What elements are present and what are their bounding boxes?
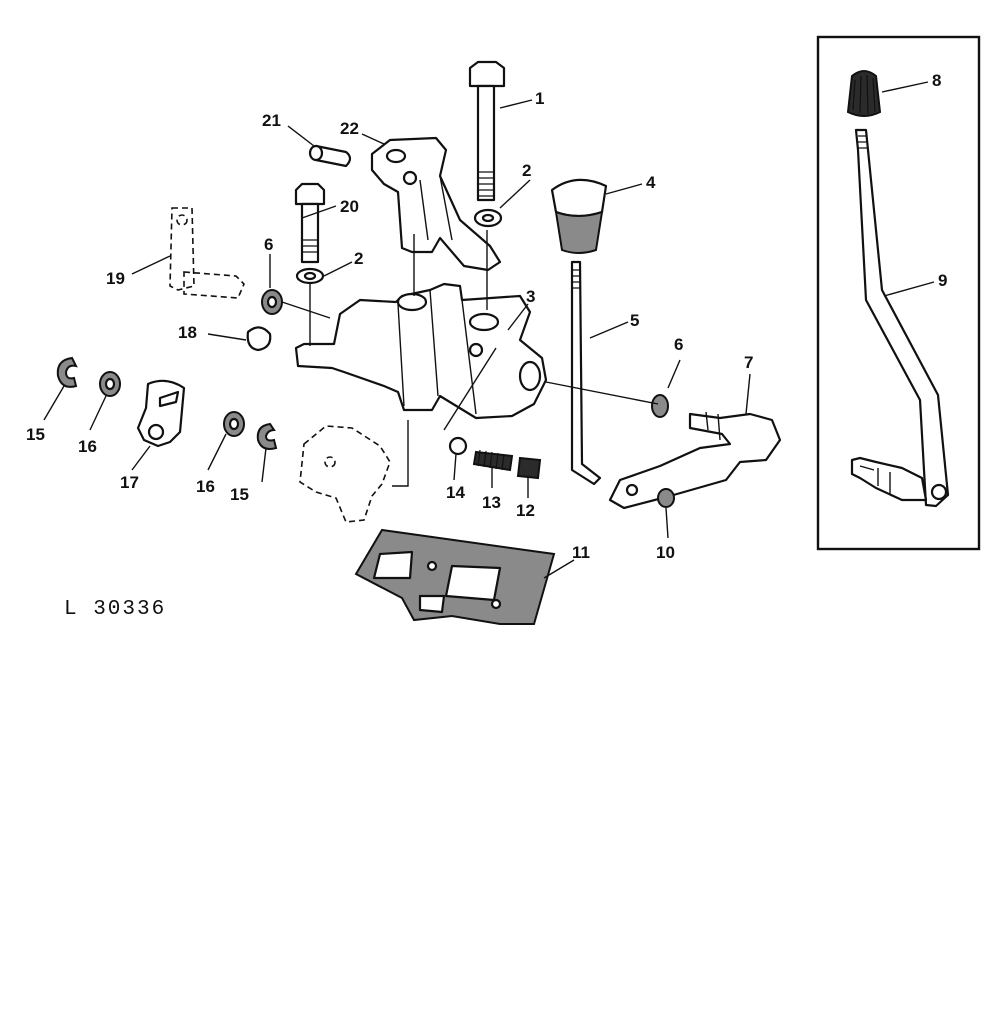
part-3-housing-icon [294, 282, 548, 420]
callout-3: 3 [526, 287, 535, 306]
part-8-knob-icon [846, 70, 882, 117]
callout-22: 22 [340, 119, 359, 138]
callout-2-lower: 2 [354, 249, 363, 268]
callout-16-right: 16 [196, 477, 215, 496]
part-13-spring-icon [472, 449, 514, 472]
part-17-cam-icon [136, 379, 186, 448]
callout-8: 8 [932, 71, 941, 90]
part-15-snap-ring-icon [56, 356, 78, 388]
part-6-washer-right-icon [651, 394, 669, 418]
callout-12: 12 [516, 501, 535, 520]
part-5-rod-icon [570, 260, 602, 486]
leader-lines [43, 81, 935, 579]
callout-1: 1 [535, 89, 544, 108]
assembly-axes [281, 230, 659, 487]
figure-code: L 30336 [64, 598, 166, 621]
callout-2: 2 [522, 161, 531, 180]
callout-20: 20 [340, 197, 359, 216]
callout-21: 21 [262, 111, 281, 130]
part-4-knob-icon [550, 178, 608, 254]
callout-labels: 1 2 2 3 4 5 6 7 8 9 10 11 12 13 14 15 16… [26, 71, 947, 562]
callout-9: 9 [938, 271, 947, 290]
part-7-arm-icon [608, 411, 782, 510]
part-21-pin-icon [308, 144, 352, 168]
part-14-ball-icon [448, 436, 468, 456]
callout-15-left: 15 [26, 425, 45, 444]
callout-6-right: 6 [674, 335, 683, 354]
part-18-plug-icon [246, 326, 272, 352]
part-22-bracket-icon [370, 136, 502, 272]
part-12-setscrew-icon [516, 456, 542, 480]
callout-18: 18 [178, 323, 197, 342]
callout-5: 5 [630, 311, 639, 330]
part-20-bolt-icon [294, 182, 326, 264]
callout-4: 4 [646, 173, 656, 192]
callout-6-left: 6 [264, 235, 273, 254]
part-10-nut-icon [657, 488, 675, 508]
part-1-bolt-icon [468, 60, 506, 202]
callout-15-right: 15 [230, 485, 249, 504]
part-15-snap-ring-right-icon [256, 422, 278, 450]
callout-11: 11 [572, 543, 590, 562]
detent-arm-ghost-icon [299, 425, 391, 523]
callout-19: 19 [106, 269, 125, 288]
part-9-lever-icon [850, 128, 950, 508]
callout-10: 10 [656, 543, 675, 562]
callout-14: 14 [446, 483, 465, 502]
part-11-gasket-icon [354, 528, 556, 625]
callout-17: 17 [120, 473, 139, 492]
callout-13: 13 [482, 493, 501, 512]
callout-16-left: 16 [78, 437, 97, 456]
inset-panel [816, 35, 981, 551]
part-19-shaft-ghost-icon [169, 207, 245, 299]
callout-7: 7 [744, 353, 753, 372]
